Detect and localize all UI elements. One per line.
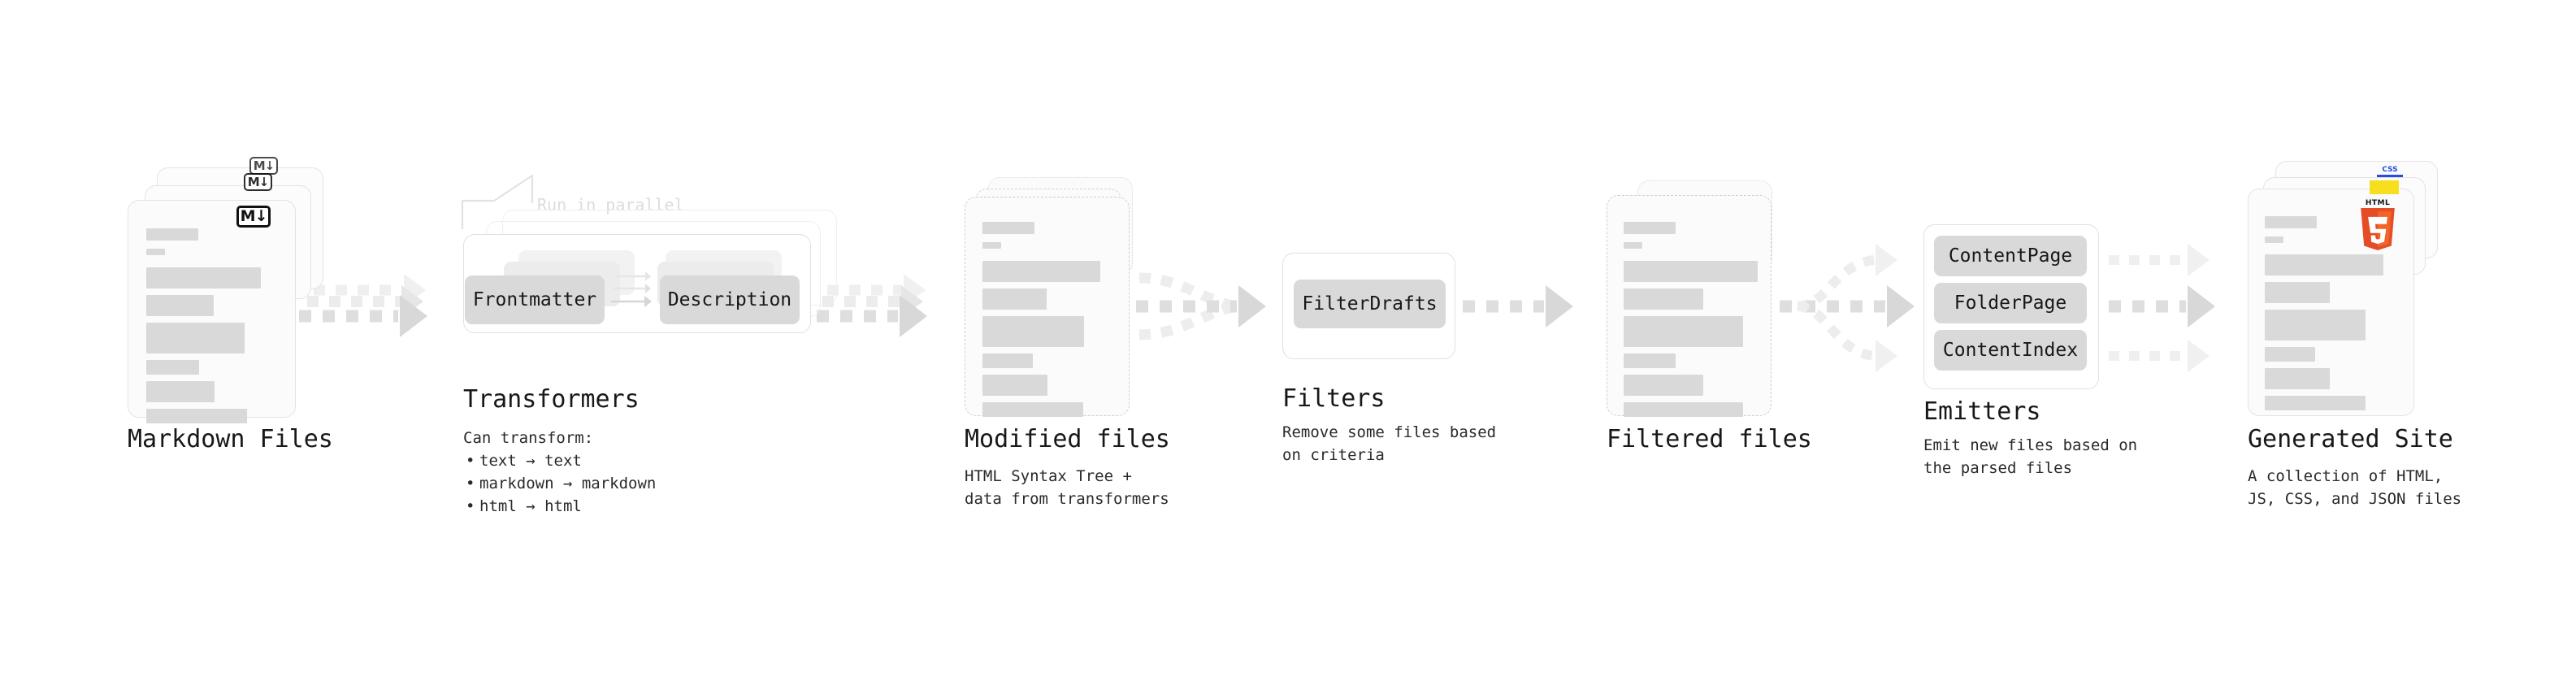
doc-line xyxy=(146,360,199,375)
transformers-bullet-item: text → text xyxy=(466,449,656,472)
doc-line xyxy=(2265,282,2330,303)
css-badge-underline xyxy=(2377,175,2403,177)
markdown-badge-arrow: ↓ xyxy=(254,207,268,225)
html5-shield-icon xyxy=(2361,208,2395,250)
markdown-badge-text: M xyxy=(240,207,256,225)
transformers-bullet-item: html → html xyxy=(466,495,656,518)
markdown-badge-arrow: ↓ xyxy=(264,158,275,173)
markdown-badge-front: M↓ xyxy=(236,206,271,228)
transformer-chip-label: Description xyxy=(667,289,792,310)
doc-line xyxy=(982,375,1047,396)
html5-badge: HTML xyxy=(2357,200,2398,250)
doc-line xyxy=(146,228,198,241)
doc-line xyxy=(982,354,1033,368)
markdown-badge-back: M↓ xyxy=(249,157,278,175)
doc-line xyxy=(2265,368,2330,389)
doc-line xyxy=(146,249,165,255)
emitter-chip-contentindex[interactable]: ContentIndex xyxy=(1934,330,2087,371)
stage-subtitle-emitters: Emit new files based on the parsed files xyxy=(1923,436,2138,478)
markdown-badge-arrow: ↓ xyxy=(258,174,270,189)
doc-line xyxy=(1624,402,1743,417)
doc-line xyxy=(146,381,215,402)
transformers-description: Can transform: text → text markdown → ma… xyxy=(463,427,656,518)
arrow-emitters-to-site xyxy=(2109,244,2215,372)
run-in-parallel-note: Run in parallel xyxy=(537,195,684,215)
emitter-chip-contentpage[interactable]: ContentPage xyxy=(1934,236,2087,276)
doc-line xyxy=(1624,222,1676,234)
emitter-chip-label: ContentIndex xyxy=(1942,340,2079,361)
stage-title-filters: Filters xyxy=(1282,384,1386,413)
arrow-filters-to-filtered xyxy=(1463,285,1573,327)
doc-line xyxy=(1624,316,1743,347)
doc-line xyxy=(982,222,1034,234)
stage-title-transformers: Transformers xyxy=(463,385,640,414)
stage-title-markdown-files: Markdown Files xyxy=(128,425,333,453)
transformer-chip-label: Frontmatter xyxy=(472,289,597,310)
markdown-badge-text: M xyxy=(247,174,260,189)
doc-line xyxy=(2265,347,2315,362)
arrow-modified-to-filters xyxy=(1136,272,1266,340)
emitter-chip-folderpage[interactable]: FolderPage xyxy=(1934,283,2087,323)
doc-line xyxy=(146,409,247,423)
stage-title-emitters: Emitters xyxy=(1923,397,2041,426)
transformer-chip-description[interactable]: Description xyxy=(660,275,800,324)
filtered-card-front xyxy=(1607,195,1772,417)
transformers-bullet-item: markdown → markdown xyxy=(466,472,656,495)
doc-line xyxy=(1624,375,1703,396)
stage-subtitle-filters: Remove some files based on criteria xyxy=(1282,423,1497,465)
stage-title-generated-site: Generated Site xyxy=(2248,425,2453,453)
doc-line xyxy=(2265,396,2366,410)
doc-line xyxy=(146,323,245,354)
css-badge: CSS xyxy=(2377,167,2403,177)
doc-line xyxy=(2265,310,2366,340)
doc-line xyxy=(982,316,1084,347)
markdown-badge-mid: M↓ xyxy=(244,173,272,191)
doc-line xyxy=(982,288,1047,310)
stage-title-modified-files: Modified files xyxy=(965,425,1170,453)
modified-card-front xyxy=(965,197,1130,417)
html5-badge-label: HTML xyxy=(2365,199,2391,207)
emitter-chip-label: FolderPage xyxy=(1954,293,2067,314)
transformers-description-head: Can transform: xyxy=(463,429,594,447)
doc-line xyxy=(2265,236,2283,243)
doc-line xyxy=(1624,288,1703,310)
stage-subtitle-modified-files: HTML Syntax Tree + data from transformer… xyxy=(965,467,1169,509)
markdown-badge-text: M xyxy=(253,158,266,173)
doc-line xyxy=(2265,254,2383,275)
doc-line xyxy=(2265,216,2317,228)
doc-line xyxy=(982,402,1083,417)
doc-line xyxy=(146,267,261,288)
transformers-bullet-list: text → text markdown → markdown html → h… xyxy=(463,449,656,518)
emitter-chip-label: ContentPage xyxy=(1948,245,2073,267)
transformer-chip-frontmatter[interactable]: Frontmatter xyxy=(465,275,605,324)
stage-subtitle-generated-site: A collection of HTML, JS, CSS, and JSON … xyxy=(2248,467,2462,509)
markdown-card-front xyxy=(128,200,296,423)
doc-line xyxy=(146,295,214,316)
css-badge-label: CSS xyxy=(2382,166,2398,174)
filter-chip-label: FilterDrafts xyxy=(1302,293,1438,314)
doc-line xyxy=(982,261,1100,282)
doc-line xyxy=(982,242,1001,249)
stage-title-filtered-files: Filtered files xyxy=(1607,425,1812,453)
doc-line xyxy=(1624,242,1642,249)
doc-line xyxy=(1624,354,1676,368)
js-badge xyxy=(2370,180,2399,194)
arrow-filtered-to-emitters xyxy=(1780,244,1915,372)
doc-line xyxy=(1624,261,1758,282)
filter-chip-filterdrafts[interactable]: FilterDrafts xyxy=(1294,280,1446,328)
